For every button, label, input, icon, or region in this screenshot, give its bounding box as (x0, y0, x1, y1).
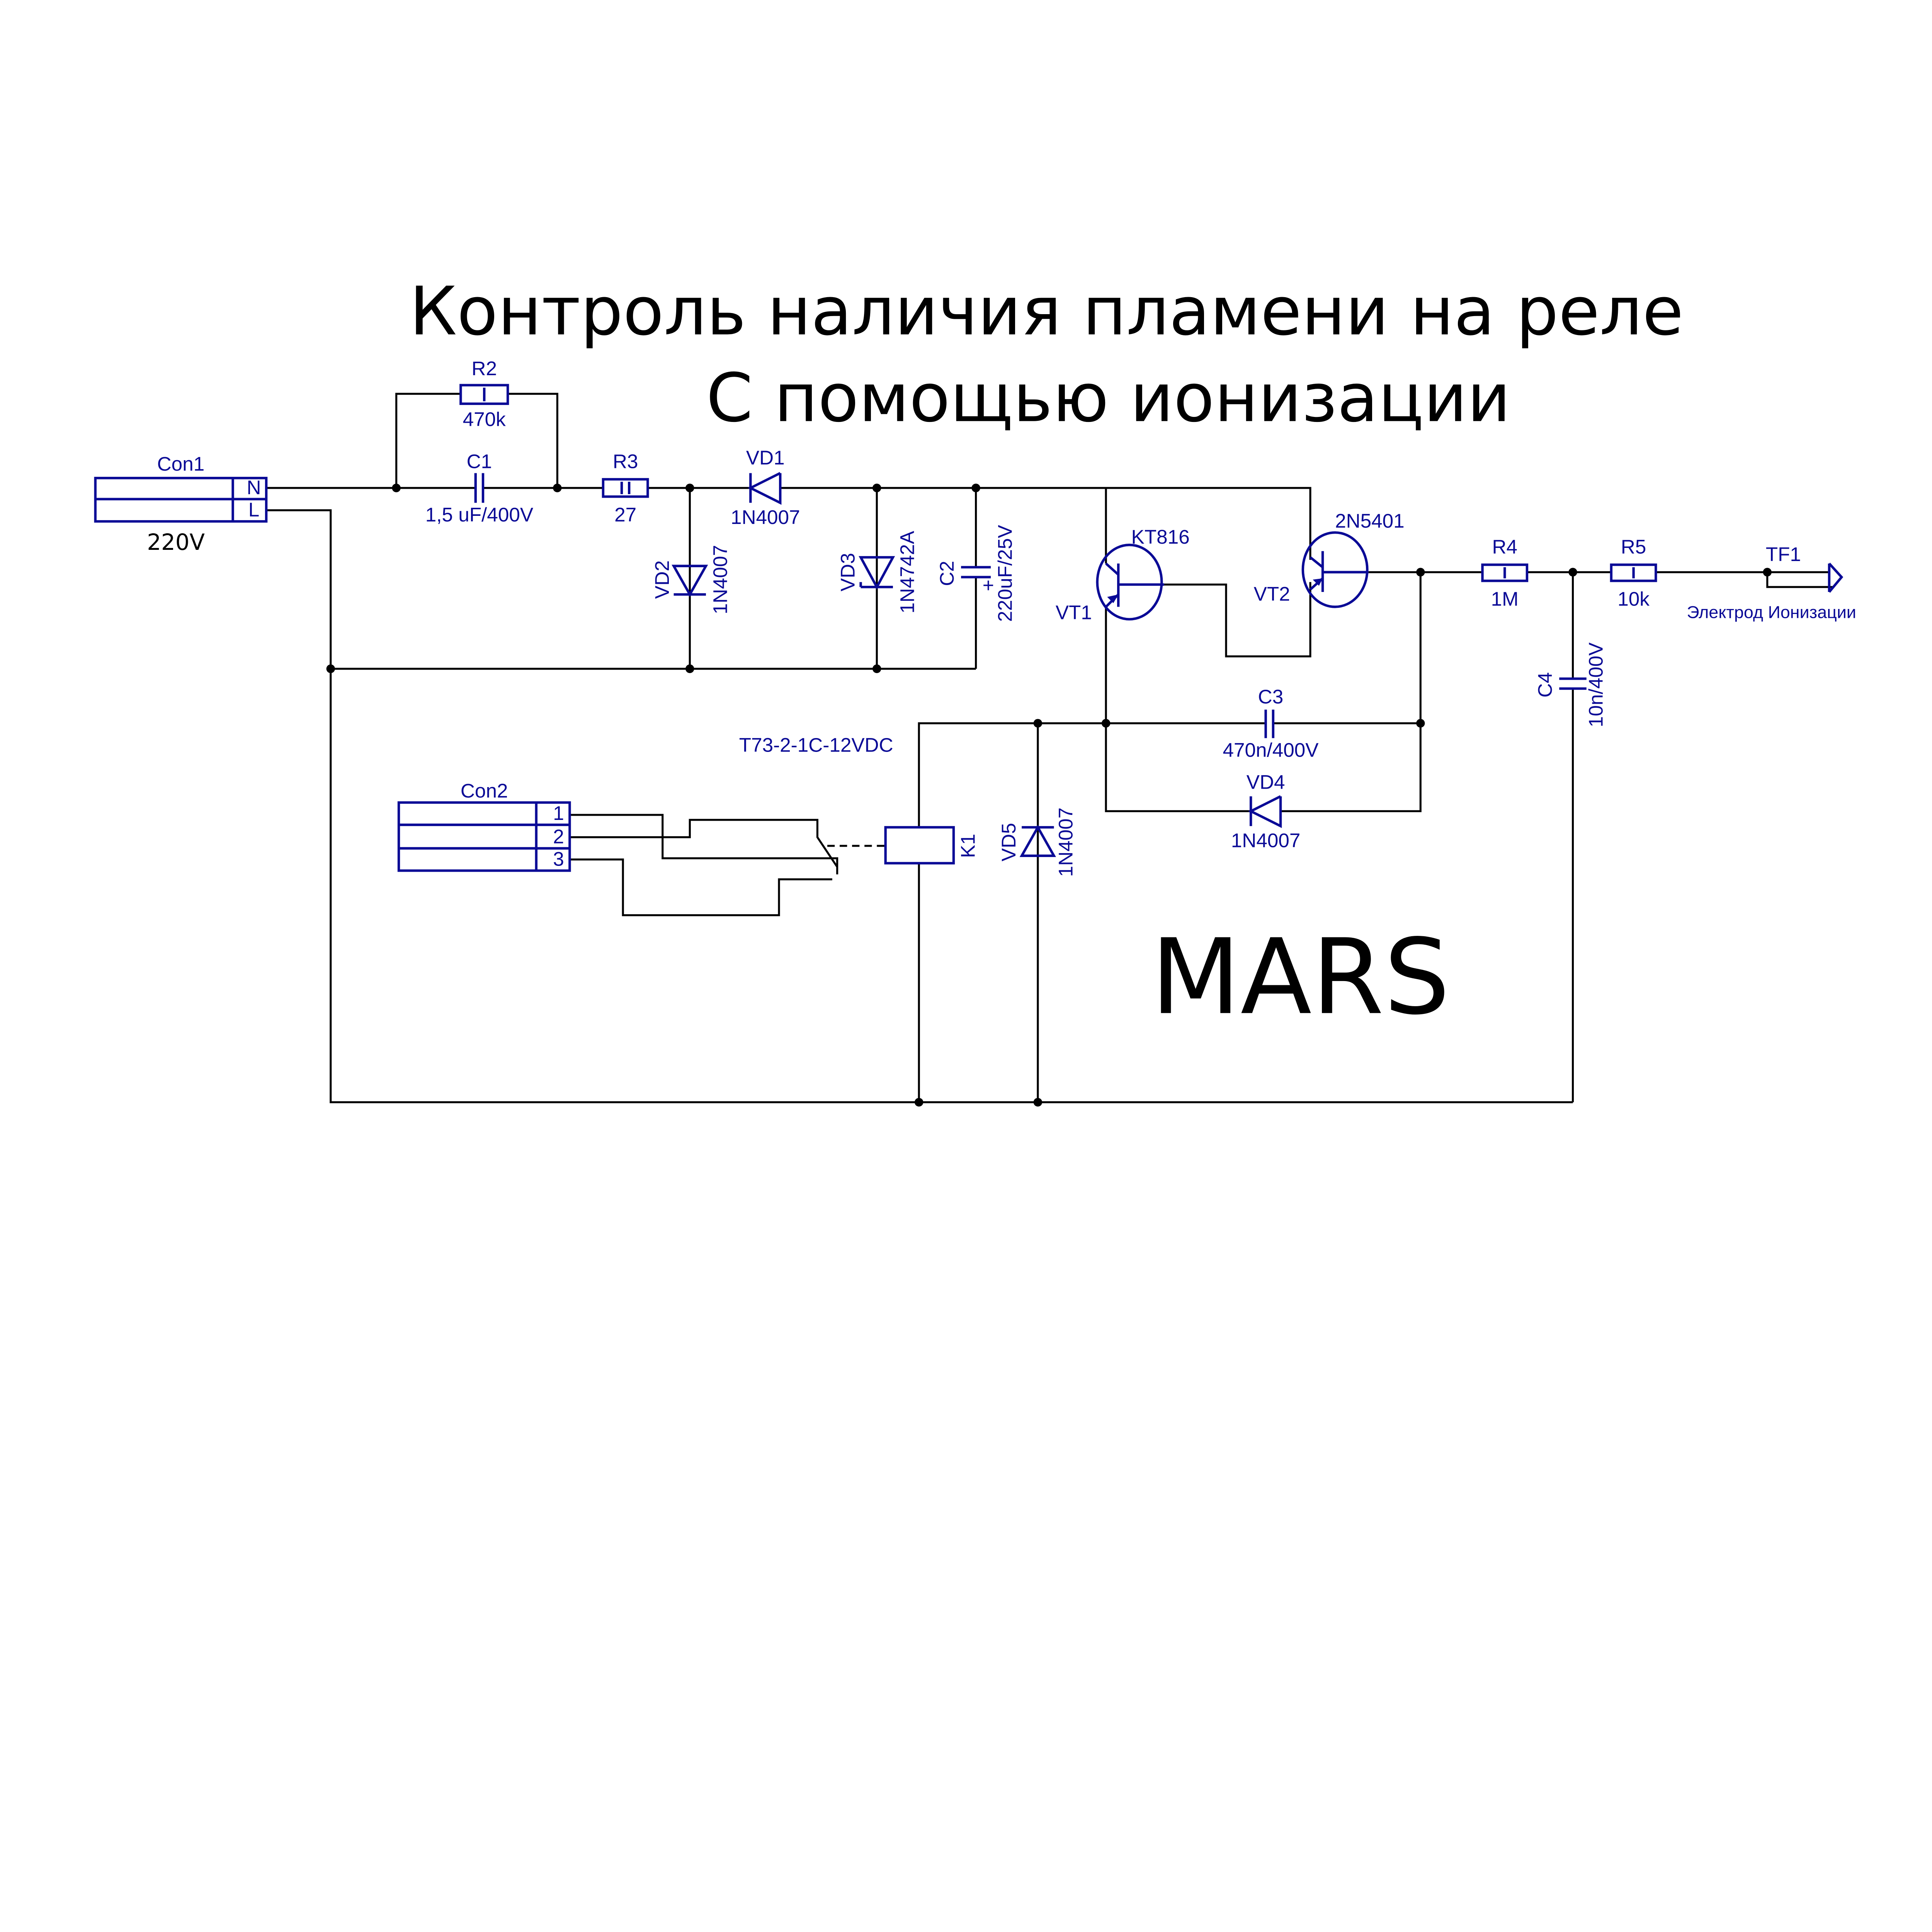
wires (266, 393, 1833, 1104)
diode-vd4: VD4 1N4007 (1231, 771, 1301, 852)
resistor-r5: R5 10k (1610, 536, 1657, 610)
components-vt1-ref-label: VT1 (1056, 602, 1092, 624)
junction-dots (326, 483, 1772, 1107)
components-vt2-value-label: 2N5401 (1335, 510, 1405, 532)
components-k1-ref-label: K1 (957, 834, 979, 858)
zener-vd3: VD3 1N4742A (837, 531, 918, 614)
capacitor-c4: C4 10n/400V (1534, 643, 1607, 728)
components-con1-pins-0-label: N (247, 476, 261, 498)
components-c2-polarity-label: + (983, 574, 994, 596)
transistor-vt2: 2N5401 VT2 (1254, 510, 1405, 608)
capacitor-c2: + C2 220uF/25V (936, 525, 1016, 622)
components-r2-ref-label: R2 (471, 357, 497, 379)
components-r4-ref-label: R4 (1492, 536, 1517, 558)
components-vd2-ref-label: VD2 (651, 560, 673, 599)
components-c3-ref-label: C3 (1258, 686, 1284, 708)
components-con2-pins-2-label: 3 (553, 848, 564, 870)
c4-value: 10n/400V (1585, 643, 1607, 728)
supply-voltage: 220V (147, 529, 205, 555)
components-vd2-value-label: 1N4007 (709, 545, 731, 614)
components-k1-value-label: T73-2-1C-12VDC (739, 734, 893, 756)
components-c2-ref-label: C2 (936, 561, 958, 586)
tf1-ref: TF1 (1766, 543, 1801, 565)
components-vd5-value-label: 1N4007 (1055, 808, 1077, 877)
components-con2-pins-0-label: 1 (553, 802, 564, 824)
components-r2-value-label: 470k (463, 408, 506, 430)
components-c1-value-label: 1,5 uF/400V (425, 503, 533, 526)
resistor-r2: R2 470k (459, 357, 509, 430)
capacitor-c1: C1 1,5 uF/400V (425, 451, 533, 526)
components-vd3-value-label: 1N4742A (896, 531, 918, 614)
components-vd1-ref-label: VD1 (746, 447, 785, 469)
tf1-value: Электрод Ионизации (1687, 602, 1856, 622)
relay-k1: K1 T73-2-1C-12VDC (739, 734, 979, 865)
components-r3-value-label: 27 (614, 503, 636, 526)
transistor-vt1: KT816 VT1 (1056, 526, 1190, 624)
components-r4-value-label: 1M (1491, 588, 1519, 610)
diode-vd2: VD2 1N4007 (651, 545, 731, 614)
components-r5-ref-label: R5 (1621, 536, 1646, 558)
components-c3-value-label: 470n/400V (1223, 739, 1318, 761)
diode-vd5: VD5 1N4007 (998, 808, 1077, 877)
components-vt1-value-label: KT816 (1131, 526, 1190, 548)
components-con2-pins-1-label: 2 (553, 826, 564, 848)
diode-vd1: VD1 1N4007 (731, 447, 800, 528)
components-vd3-ref-label: VD3 (837, 553, 859, 592)
components-con2-ref-label: Con2 (461, 780, 508, 802)
resistor-r3: R3 27 (602, 451, 649, 526)
components-con1-ref-label: Con1 (157, 453, 205, 475)
connector-con1: Con1 N L 220V (94, 453, 268, 555)
components-vt2-ref-label: VT2 (1254, 583, 1290, 605)
electrode-tf1: TF1 Электрод Ионизации (1687, 543, 1856, 622)
components-r3-ref-label: R3 (613, 451, 638, 473)
components-vd4-ref-label: VD4 (1247, 771, 1285, 793)
capacitor-c3: C3 470n/400V (1223, 686, 1318, 761)
components-c1-ref-label: C1 (467, 451, 492, 473)
components-vd4-value-label: 1N4007 (1231, 829, 1301, 851)
components-vd5-ref-label: VD5 (998, 823, 1020, 862)
title-line2: С помощью ионизации (706, 359, 1511, 437)
schematic: Контроль наличия пламени на реле С помощ… (94, 272, 1856, 1107)
brand-mars: MARS (1151, 917, 1450, 1038)
components-r5-value-label: 10k (1617, 588, 1650, 610)
components-con1-pins-1-label: L (248, 499, 260, 521)
connector-con2: Con2 1 2 3 (397, 780, 571, 872)
components-c4-ref-label: C4 (1534, 672, 1556, 698)
title-line1: Контроль наличия пламени на реле (410, 272, 1684, 350)
resistor-r4: R4 1M (1481, 536, 1529, 610)
components-c2-value-label: 220uF/25V (994, 525, 1016, 622)
components-vd1-value-label: 1N4007 (731, 506, 800, 528)
